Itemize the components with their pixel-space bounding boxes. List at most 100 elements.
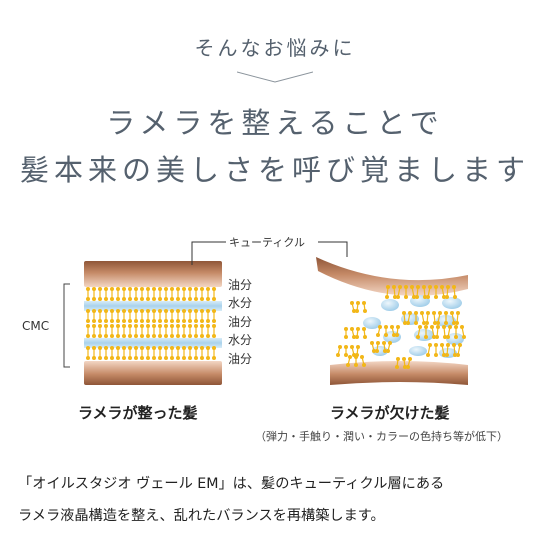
lipid-head — [395, 333, 399, 337]
lipid-head — [206, 287, 210, 291]
water-droplet — [446, 333, 464, 345]
lipid-head — [445, 353, 449, 357]
lipid-head — [212, 319, 216, 323]
lipid-head — [128, 319, 132, 323]
lipid-head — [134, 324, 138, 328]
lipid-head — [406, 365, 410, 369]
lipid-head — [98, 346, 102, 350]
lipid-head — [392, 285, 396, 289]
lipid-head — [182, 309, 186, 313]
lipid-head — [134, 319, 138, 323]
lipid-head — [164, 334, 168, 338]
lipid-head — [98, 356, 102, 360]
lipid-head — [378, 325, 382, 329]
lipid-head — [158, 334, 162, 338]
lipid-head — [152, 297, 156, 301]
lipid-head — [212, 334, 216, 338]
lipid-head — [152, 324, 156, 328]
lipid-head — [403, 321, 407, 325]
cuticle-top-right — [316, 257, 468, 296]
layer-label-4: 水分 — [228, 333, 252, 347]
lipid-head — [360, 355, 364, 359]
lipid-head — [444, 321, 448, 325]
lipid-head — [418, 325, 422, 329]
lipid-head — [170, 287, 174, 291]
lipid-head — [104, 309, 108, 313]
lipid-head — [446, 335, 450, 339]
lipid-head — [140, 356, 144, 360]
body-line-2: ラメラ液晶構造を整え、乱れたバランスを再構築します。 — [18, 508, 385, 524]
lipid-head — [176, 309, 180, 313]
lipid-head — [140, 319, 144, 323]
lipid-head — [104, 297, 108, 301]
lipid-head — [164, 324, 168, 328]
lipid-head — [86, 346, 90, 350]
right-subcaption: （弾力・手触り・潤い・カラーの色持ち等が低下） — [255, 430, 508, 443]
lipid-head — [98, 287, 102, 291]
lipid-head — [128, 297, 132, 301]
lipid-head — [375, 349, 379, 353]
lipid-head — [452, 343, 456, 347]
lipid-head — [436, 321, 440, 325]
lipid-head — [146, 287, 150, 291]
lipid-head — [450, 311, 454, 315]
lamellar-diagram: CMC 油分 水分 油分 水分 油分 キューティクル — [0, 225, 550, 455]
lipid-head — [393, 295, 397, 299]
lipid-head — [200, 334, 204, 338]
lipid-head — [376, 333, 380, 337]
lipid-head — [86, 319, 90, 323]
lipid-head — [104, 356, 108, 360]
lipid-head — [424, 335, 428, 339]
lipid-head — [388, 341, 392, 345]
lead-text: そんなお悩みに — [194, 36, 356, 60]
lipid-head — [363, 335, 367, 339]
lipid-head — [200, 324, 204, 328]
lipid-head — [182, 346, 186, 350]
lipid-head — [396, 295, 400, 299]
lipid-head — [206, 346, 210, 350]
lipid-head — [116, 334, 120, 338]
lipid-head — [194, 287, 198, 291]
lipid-head — [206, 334, 210, 338]
lipid-head — [134, 297, 138, 301]
lipid-head — [164, 356, 168, 360]
lipid-head — [416, 285, 420, 289]
lipid-head — [372, 349, 376, 353]
lipid-head — [140, 297, 144, 301]
cuticle-bottom-right — [330, 361, 468, 385]
lipid-head — [352, 309, 356, 313]
lipid-head — [206, 356, 210, 360]
lipid-head — [344, 345, 348, 349]
lipid-head — [350, 327, 354, 331]
lipid-head — [140, 334, 144, 338]
lipid-head — [134, 287, 138, 291]
lipid-head — [86, 287, 90, 291]
lipid-head — [402, 357, 406, 361]
lipid-head — [363, 309, 367, 313]
lipid-head — [116, 346, 120, 350]
lipid-head — [110, 356, 114, 360]
lipid-head — [122, 297, 126, 301]
lipid-head — [434, 343, 438, 347]
lipid-head — [420, 311, 424, 315]
lipid-head — [206, 297, 210, 301]
lipid-head — [98, 319, 102, 323]
lipid-head — [386, 349, 390, 353]
lipid-head — [122, 346, 126, 350]
lipid-head — [406, 321, 410, 325]
lipid-head — [92, 287, 96, 291]
lipid-head — [128, 324, 132, 328]
water-droplet — [414, 329, 434, 341]
lipid-head — [194, 346, 198, 350]
lipid-head — [110, 287, 114, 291]
lipid-head — [182, 324, 186, 328]
lipid-head — [362, 301, 366, 305]
lipid-head — [140, 287, 144, 291]
lipid-head — [170, 324, 174, 328]
lipid-head — [425, 321, 429, 325]
lipid-head — [104, 334, 108, 338]
lipid-head — [200, 287, 204, 291]
lipid-head — [104, 319, 108, 323]
lipid-head — [442, 353, 446, 357]
lipid-head — [456, 353, 460, 357]
